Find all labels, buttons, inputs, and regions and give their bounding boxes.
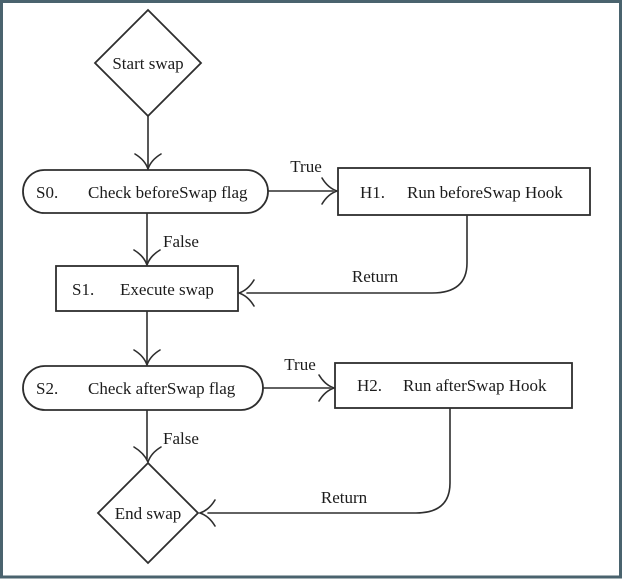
arrowhead-down-icon xyxy=(134,153,162,172)
h2-node-label: Run afterSwap Hook xyxy=(403,376,547,395)
h1-rect-node xyxy=(337,167,591,216)
s1-node-label: Execute swap xyxy=(120,280,214,299)
start-diamond-node xyxy=(93,8,203,118)
arrowhead-down-icon xyxy=(133,249,161,268)
arrowhead-right-icon xyxy=(318,374,337,402)
s0-node-id: S0. xyxy=(36,183,58,202)
edges-group xyxy=(133,115,468,527)
s0-node-label: Check beforeSwap flag xyxy=(88,183,248,202)
h2-rect-node xyxy=(334,362,573,409)
edge-label-return-2: Return xyxy=(321,488,368,507)
arrowhead-down-icon xyxy=(133,349,161,368)
edge-label-true-1: True xyxy=(290,157,322,176)
end-node-label: End swap xyxy=(115,504,182,523)
h1-node-id: H1. xyxy=(360,183,385,202)
start-node-label: Start swap xyxy=(112,54,183,73)
edge-label-false-2: False xyxy=(163,429,199,448)
s1-rect-node xyxy=(55,265,239,312)
h2-node-id: H2. xyxy=(357,376,382,395)
arrowhead-left-icon xyxy=(236,279,255,307)
end-diamond-node xyxy=(96,461,200,565)
arrowhead-right-icon xyxy=(321,177,340,205)
labels-group: Start swap S0. Check beforeSwap flag Tru… xyxy=(36,54,563,523)
edge-label-return-1: Return xyxy=(352,267,399,286)
s1-node-id: S1. xyxy=(72,280,94,299)
edge-h1-to-s1 xyxy=(246,215,468,294)
edge-h2-to-end xyxy=(207,407,451,514)
h1-node-label: Run beforeSwap Hook xyxy=(407,183,563,202)
nodes-group xyxy=(22,8,591,565)
s0-stadium-node xyxy=(22,169,269,214)
s2-node-label: Check afterSwap flag xyxy=(88,379,236,398)
s2-node-id: S2. xyxy=(36,379,58,398)
arrowhead-left-icon xyxy=(197,499,216,527)
edge-label-false-1: False xyxy=(163,232,199,251)
s2-stadium-node xyxy=(22,365,264,411)
edge-label-true-2: True xyxy=(284,355,316,374)
